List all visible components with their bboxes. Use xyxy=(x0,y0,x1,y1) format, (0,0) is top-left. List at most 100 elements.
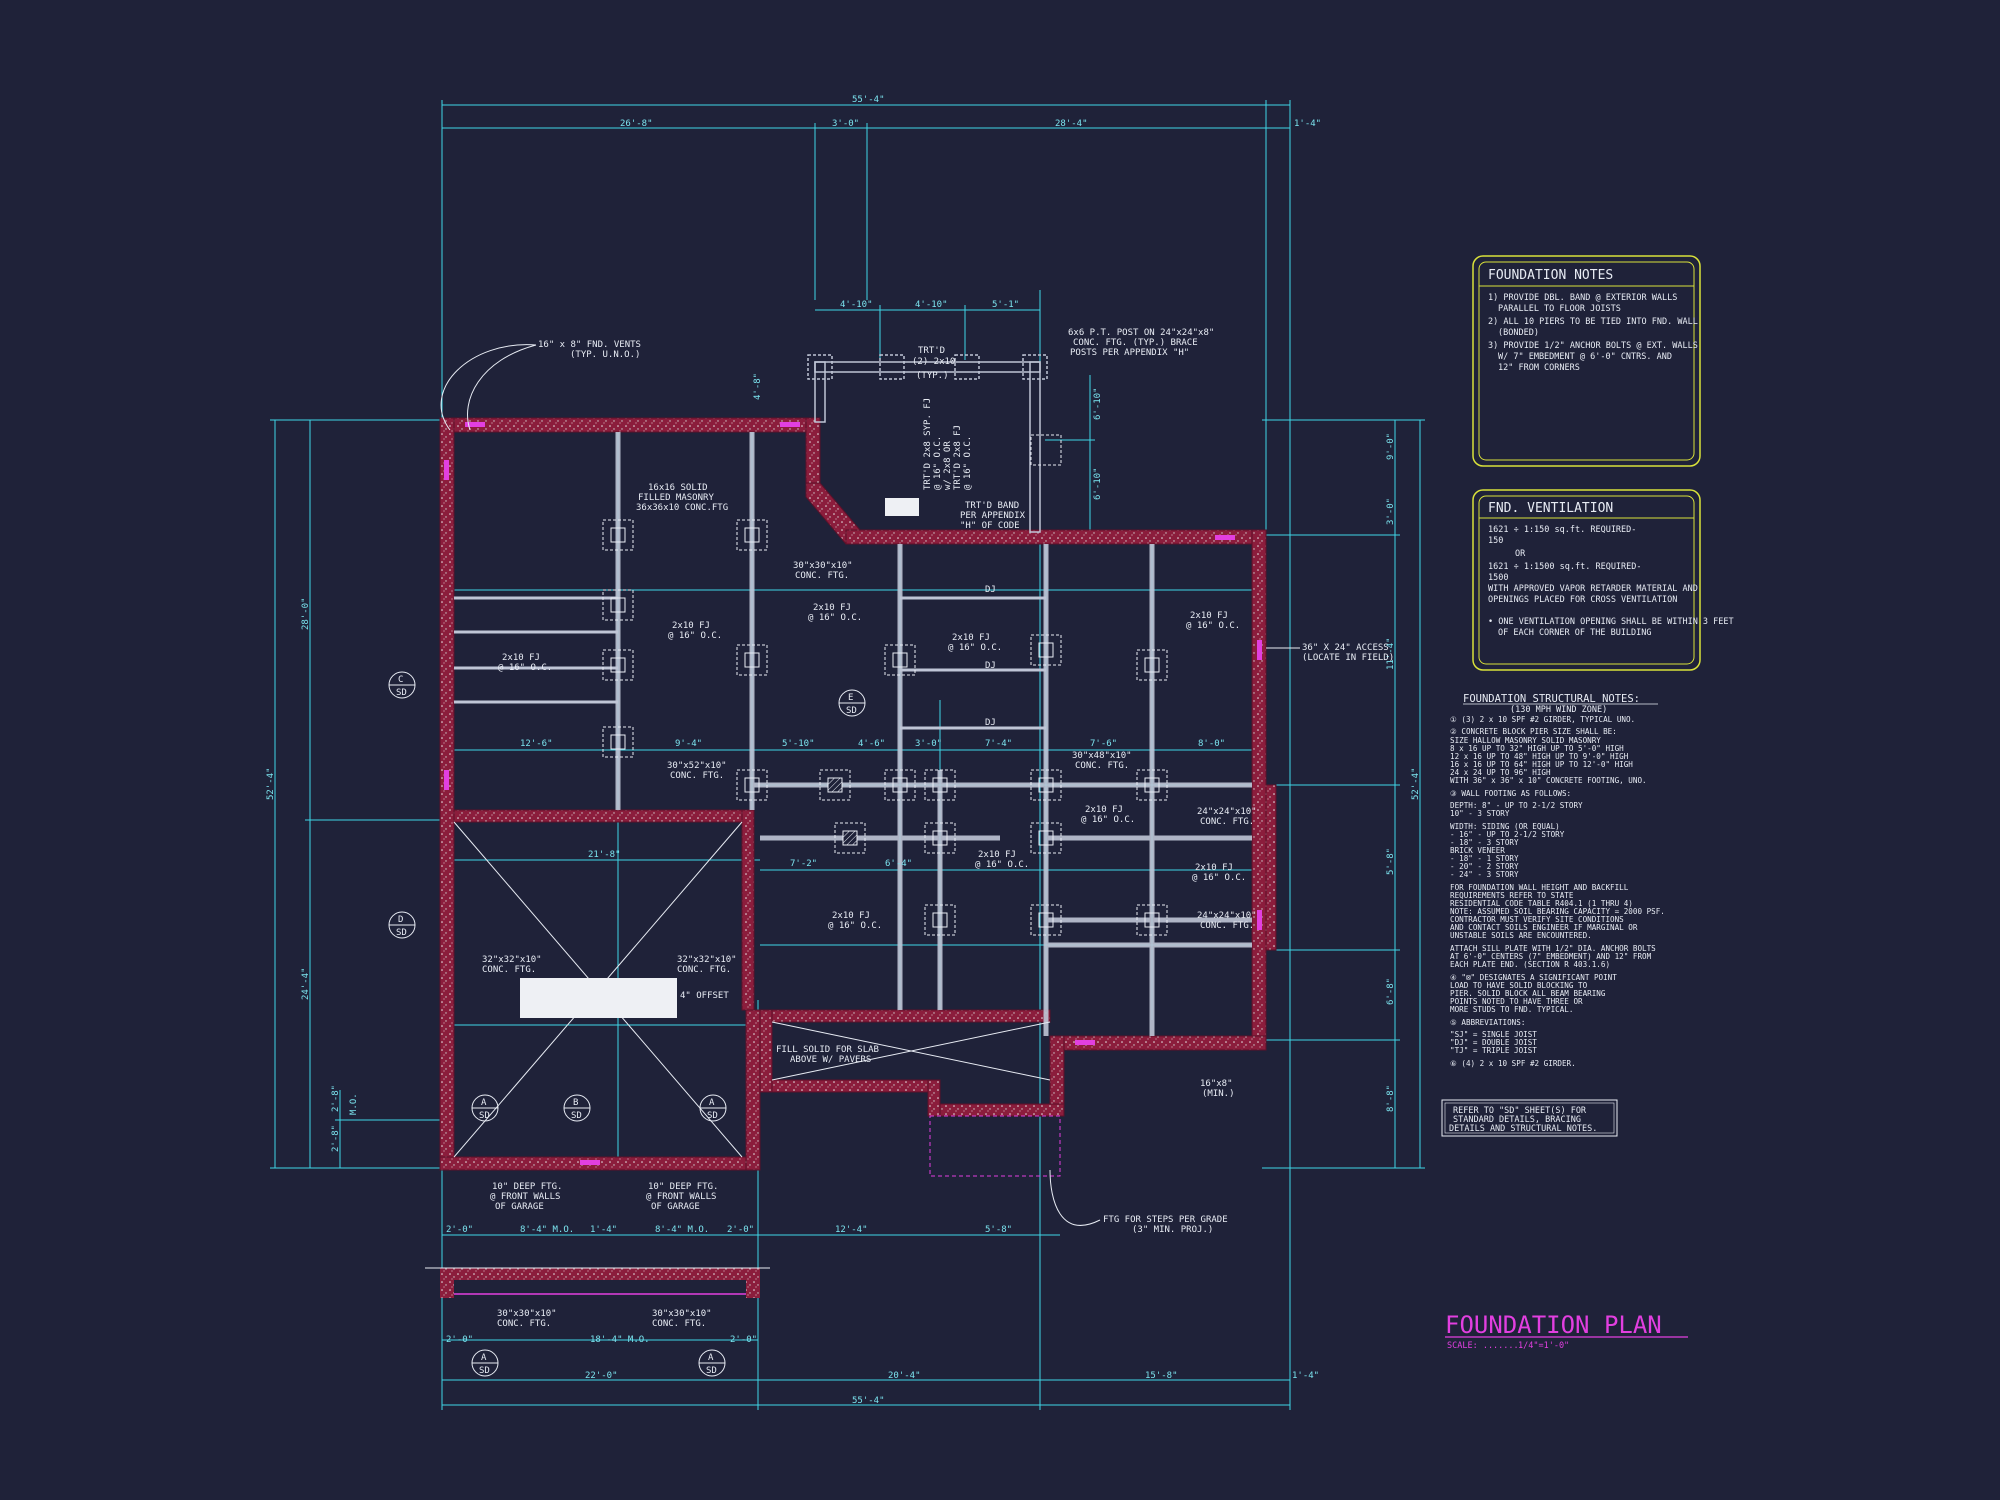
svg-text:SD: SD xyxy=(707,1111,718,1121)
dim-int-21-8: 21'-8" xyxy=(588,850,621,860)
label-ftg-30-52: 30"x52"x10"CONC. FTG. xyxy=(667,761,727,781)
svg-text:B: B xyxy=(573,1098,578,1108)
dim-top-edge: 1'-4" xyxy=(1294,119,1321,129)
entry-note-box xyxy=(885,498,919,516)
svg-text:SD: SD xyxy=(396,928,407,938)
label-ftg-32-a: 32"x32"x10"CONC. FTG. xyxy=(482,955,542,975)
dim-int-7-6: 7'-6" xyxy=(1090,739,1117,749)
label-dj-2: DJ xyxy=(985,661,996,671)
scale-label: SCALE: ........ xyxy=(1447,1341,1524,1351)
dim-left-upper: 28'-0" xyxy=(301,597,311,630)
structural-notes-subtitle: (130 MPH WIND ZONE) xyxy=(1510,705,1607,715)
svg-text:C: C xyxy=(398,675,403,685)
dim-int-5-10: 5'-10" xyxy=(782,739,815,749)
label-trtd: TRT'D(2) 2x10(TYP.) xyxy=(912,346,955,381)
svg-text:D: D xyxy=(398,915,403,925)
label-ftg-30-48: 30"x48"x10"CONC. FTG. xyxy=(1072,751,1132,771)
svg-text:A: A xyxy=(709,1098,715,1108)
label-fj-6: 2x10 FJ@ 16" O.C. xyxy=(1081,805,1135,825)
label-ftg-32-b: 32"x32"x10"CONC. FTG. xyxy=(677,955,737,975)
section-tag: A SD xyxy=(699,1094,727,1122)
dim-porch-1: 4'-10" xyxy=(840,300,873,310)
foundation-notes-text: 1) PROVIDE DBL. BAND @ EXTERIOR WALLS PA… xyxy=(1488,293,1703,373)
dim-bot-1: 2'-0" xyxy=(446,1225,473,1235)
label-fj-8: 2x10 FJ@ 16" O.C. xyxy=(1192,863,1246,883)
label-fnd-vents: 16" x 8" FND. VENTS(TYP. U.N.O.) xyxy=(538,340,641,360)
dim-bot-7: 5'-8" xyxy=(985,1225,1012,1235)
foundation-notes-title: FOUNDATION NOTES xyxy=(1488,268,1613,283)
piers xyxy=(602,434,1168,936)
label-fj-2: 2x10 FJ@ 16" O.C. xyxy=(668,621,722,641)
dim-bot-6: 12'-4" xyxy=(835,1225,868,1235)
svg-text:A: A xyxy=(481,1098,487,1108)
structural-notes-title: FOUNDATION STRUCTURAL NOTES: xyxy=(1463,693,1640,705)
girders xyxy=(615,432,1252,1036)
dim-int-4-6: 4'-6" xyxy=(858,739,885,749)
label-offset: 4" OFFSET xyxy=(680,991,729,1001)
dim-right-porch-b: 6'-10" xyxy=(1093,467,1103,500)
dim-top-mid: 3'-0" xyxy=(832,119,859,129)
dim-left-mo: M.O. xyxy=(349,1093,359,1115)
foundation-vents xyxy=(444,422,1262,1165)
plan-labels: 16" x 8" FND. VENTS(TYP. U.N.O.) TRT'D(2… xyxy=(440,328,1394,1329)
label-dj-3: DJ xyxy=(985,718,996,728)
section-tag: C SD xyxy=(388,671,416,699)
dim-bot-4: 8'-4" M.O. xyxy=(655,1225,709,1235)
dim-left-b: 2'-8" xyxy=(331,1125,341,1152)
dim-bottom-15-8: 15'-8" xyxy=(1145,1371,1178,1381)
svg-text:SD: SD xyxy=(706,1366,717,1376)
refer-note-text: REFER TO "SD" SHEET(S) FOR STANDARD DETA… xyxy=(1449,1106,1597,1134)
label-fj-7: 2x10 FJ@ 16" O.C. xyxy=(975,850,1029,870)
dim-garage-2-0a: 2'-0" xyxy=(446,1335,473,1345)
dim-right-c: 11'-4" xyxy=(1386,637,1396,670)
fnd-ventilation-text: 1621 ÷ 1:150 sq.ft. REQUIRED- 150 OR 162… xyxy=(1488,525,1739,638)
dim-top-left: 26'-8" xyxy=(620,119,653,129)
dim-porch-2: 4'-10" xyxy=(915,300,948,310)
label-ftg-steps: FTG FOR STEPS PER GRADE(3" MIN. PROJ.) xyxy=(1103,1215,1228,1235)
structural-notes: FOUNDATION STRUCTURAL NOTES: (130 MPH WI… xyxy=(1450,693,1669,1068)
dim-porch-3: 5'-1" xyxy=(992,300,1019,310)
dim-right-d: 5'-8" xyxy=(1386,848,1396,875)
dim-int-7-4: 7'-4" xyxy=(985,739,1012,749)
label-garage-ftg-1: 30"x30"x10"CONC. FTG. xyxy=(497,1309,557,1329)
svg-text:SD: SD xyxy=(571,1111,582,1121)
label-fj-3: 2x10 FJ@ 16" O.C. xyxy=(498,653,552,673)
dim-bot-2: 8'-4" M.O. xyxy=(520,1225,574,1235)
dim-porch-side: 4'-8" xyxy=(753,373,763,400)
dim-bottom-22-0: 22'-0" xyxy=(585,1371,618,1381)
label-pt-post: 6x6 P.T. POST ON 24"x24"x8"CONC. FTG. (T… xyxy=(1068,328,1214,358)
section-tag: E SD xyxy=(838,689,866,717)
dim-left-a: 2'-8" xyxy=(331,1085,341,1112)
label-fj-1: 2x10 FJ@ 16" O.C. xyxy=(808,603,862,623)
dim-right-e: 6'-8" xyxy=(1386,978,1396,1005)
dim-garage-mo: 18'-4" M.O. xyxy=(590,1335,650,1345)
dim-int-12-6: 12'-6" xyxy=(520,739,553,749)
refer-note-box: REFER TO "SD" SHEET(S) FOR STANDARD DETA… xyxy=(1441,1099,1618,1137)
dim-top-overall: 55'-4" xyxy=(852,95,885,105)
dim-int-8-0: 8'-0" xyxy=(1198,739,1225,749)
dimension-text: 55'-4" 26'-8" 3'-0" 28'-4" 1'-4" 4'-10" … xyxy=(266,95,1421,1406)
dim-bot-3: 1'-4" xyxy=(590,1225,617,1235)
scale-value: 1/4"=1'-0" xyxy=(1518,1341,1569,1351)
label-garage-ftg-2: 30"x30"x10"CONC. FTG. xyxy=(652,1309,712,1329)
section-tags: C SD E SD D SD A SD B SD A SD xyxy=(388,671,866,1377)
label-trtd-joist: TRT'D 2x8 SYP. FJ@ 16" O.C.w/ 2x8 ORTRT'… xyxy=(923,398,973,490)
steps-footing xyxy=(929,1115,1061,1177)
fnd-ventilation-panel: FND. VENTILATION 1621 ÷ 1:150 sq.ft. REQ… xyxy=(1472,489,1739,671)
label-fj-4: 2x10 FJ@ 16" O.C. xyxy=(948,633,1002,653)
section-tag: A SD xyxy=(698,1349,726,1377)
svg-text:SD: SD xyxy=(846,706,857,716)
dim-int-7-2: 7'-2" xyxy=(790,859,817,869)
svg-text:SD: SD xyxy=(479,1111,490,1121)
svg-text:A: A xyxy=(481,1353,487,1363)
dim-int-6-4: 6'-4" xyxy=(885,859,912,869)
dim-right-b: 3'-0" xyxy=(1386,498,1396,525)
label-pier-16-8: 16"x8"(MIN.) xyxy=(1200,1079,1235,1099)
structural-notes-text: ① (3) 2 x 10 SPF #2 GIRDER, TYPICAL UNO.… xyxy=(1450,715,1669,1068)
porch-outline xyxy=(807,354,1048,533)
